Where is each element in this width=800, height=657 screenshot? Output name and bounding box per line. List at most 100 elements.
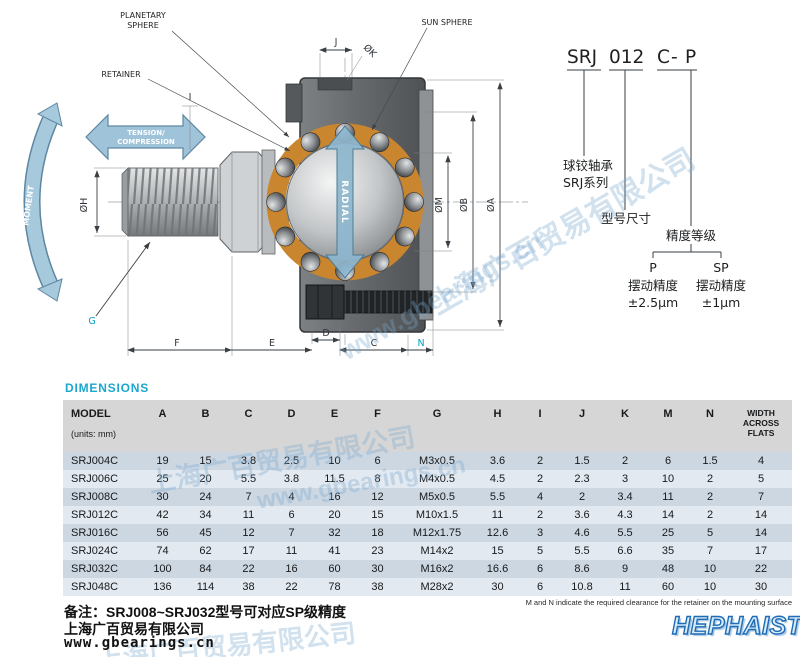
value-cell: 5 <box>706 527 714 539</box>
value-cell: 5.5 <box>240 473 257 485</box>
value-cell: 10 <box>328 455 341 467</box>
value-cell: 30 <box>371 563 384 575</box>
value-cell: 12 <box>371 491 384 503</box>
tension-compression-arrow: TENSION/ COMPRESSION <box>85 113 206 161</box>
value-cell: 2 <box>706 509 714 521</box>
model-header-label: MODEL <box>71 408 111 420</box>
grade-p-desc: 摆动精度 <box>628 278 679 293</box>
column-header: D <box>270 400 313 452</box>
value-cell: M4x0.5 <box>418 473 456 485</box>
hex-wrench-flats <box>219 151 271 253</box>
dim-n: N <box>417 338 424 349</box>
column-header: B <box>184 400 227 452</box>
value-cell: 100 <box>153 563 172 575</box>
value-cell: 20 <box>199 473 212 485</box>
column-header: K <box>604 400 646 452</box>
value-cell: 16.6 <box>486 563 509 575</box>
value-cell: 8 <box>374 473 381 485</box>
value-cell: 3.8 <box>283 473 300 485</box>
dimensions-table: MODEL (units: mm) A B C D E F G H I J K … <box>63 400 792 596</box>
tension-label-line2: COMPRESSION <box>117 138 175 146</box>
designation-type: C <box>657 47 670 68</box>
column-header: E <box>313 400 356 452</box>
value-cell: 11 <box>662 491 674 503</box>
dim-g: G <box>88 316 95 327</box>
value-cell: 11 <box>242 509 255 521</box>
size-label: 型号尺寸 <box>601 211 651 226</box>
value-cell: M3x0.5 <box>418 455 456 467</box>
column-header: N <box>690 400 730 452</box>
value-cell: 2.5 <box>283 455 300 467</box>
value-cell: 14 <box>754 509 768 521</box>
value-cell: 23 <box>371 545 384 557</box>
dim-h: ØH <box>79 198 90 213</box>
mounting-bolt <box>305 284 433 320</box>
housing-flange <box>285 83 303 123</box>
value-cell: 11 <box>285 545 298 557</box>
value-cell: 6 <box>536 563 544 575</box>
value-cell: 56 <box>156 527 169 539</box>
value-cell: 20 <box>328 509 341 521</box>
value-cell: 14 <box>661 509 675 521</box>
value-cell: 15 <box>199 455 212 467</box>
value-cell: 3 <box>621 473 629 485</box>
designation-size: 012 <box>609 47 644 68</box>
callout-leader-lines <box>147 27 428 152</box>
value-cell: 3.8 <box>240 455 257 467</box>
value-cell: 4 <box>536 491 544 503</box>
series-label-line2: SRJ系列 <box>563 175 608 190</box>
value-cell: 8.6 <box>574 563 590 575</box>
value-cell: 2 <box>706 473 714 485</box>
value-cell: 5 <box>757 473 765 485</box>
value-cell: 1.5 <box>702 455 718 467</box>
column-header: H <box>475 400 520 452</box>
value-cell: 2 <box>536 473 544 485</box>
value-cell: 2 <box>621 455 629 467</box>
value-cell: 15 <box>491 545 504 557</box>
value-cell: 3.6 <box>574 509 590 521</box>
value-cell: 32 <box>328 527 341 539</box>
value-cell: 5.5 <box>489 491 506 503</box>
value-cell: M12x1.75 <box>412 527 462 539</box>
value-cell: 10.8 <box>571 581 593 593</box>
column-header: M <box>646 400 690 452</box>
value-cell: 12 <box>242 527 255 539</box>
designation-dash: - <box>671 47 678 68</box>
value-cell: 62 <box>199 545 212 557</box>
radial-arrow: RADIAL <box>324 125 366 279</box>
model-cell: SRJ004C <box>71 455 119 467</box>
model-cell: SRJ008C <box>71 491 119 503</box>
value-cell: M5x0.5 <box>418 491 456 503</box>
value-cell: 60 <box>328 563 341 575</box>
grade-p-value: ±2.5μm <box>628 295 678 310</box>
value-cell: 22 <box>242 563 255 575</box>
value-cell: 17 <box>242 545 255 557</box>
grade-p-code: P <box>649 260 657 275</box>
hephaist-logo: HEPHAIST <box>671 611 800 640</box>
value-cell: 35 <box>661 545 675 557</box>
value-cell: 10 <box>703 581 717 593</box>
value-cell: 4 <box>757 455 765 467</box>
extension-lines <box>94 53 504 356</box>
value-cell: 42 <box>156 509 169 521</box>
dim-k: ØK <box>361 42 379 60</box>
planetary-sphere-label-line2: SPHERE <box>127 21 159 30</box>
value-cell: 30 <box>491 581 504 593</box>
value-cell: 7 <box>245 491 252 503</box>
value-cell: 2 <box>536 455 544 467</box>
value-cell: 2 <box>536 509 544 521</box>
sun-sphere-label: SUN SPHERE <box>421 18 472 27</box>
value-cell: 24 <box>199 491 212 503</box>
dim-f: F <box>174 338 179 349</box>
model-cell: SRJ012C <box>71 509 119 521</box>
value-cell: 6 <box>374 455 381 467</box>
value-cell: 5 <box>536 545 544 557</box>
model-column-header: MODEL (units: mm) <box>63 400 141 452</box>
dim-m: ØM <box>434 197 445 213</box>
value-cell: 19 <box>156 455 169 467</box>
model-cell: SRJ048C <box>71 581 119 593</box>
